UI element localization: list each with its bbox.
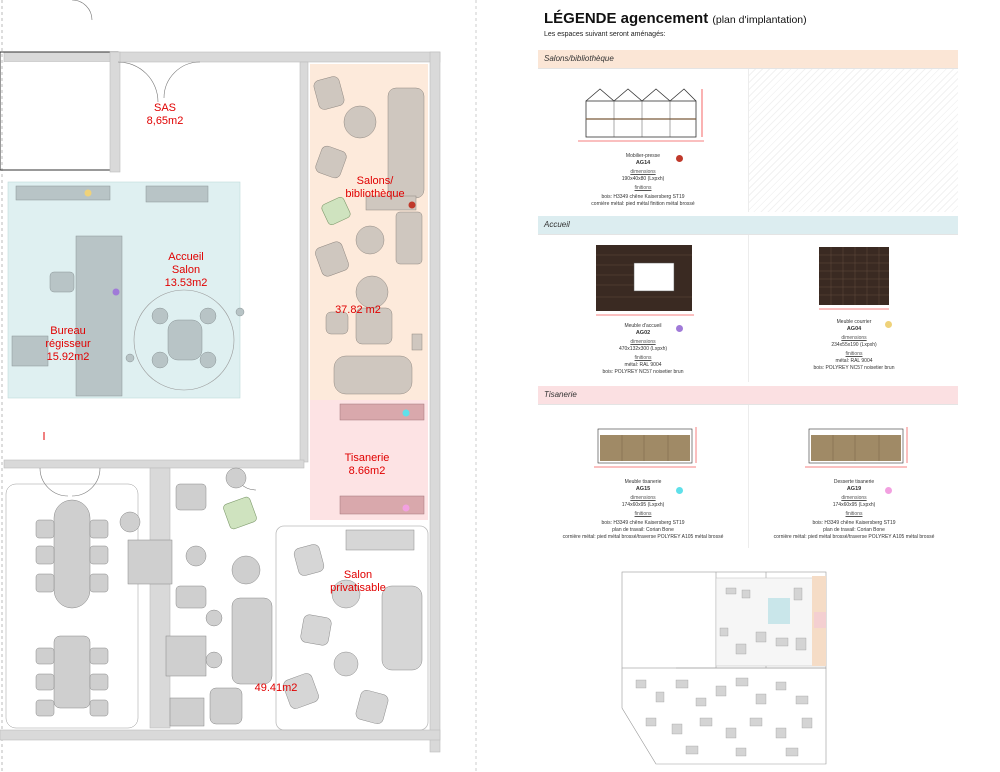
finition-ag04-1: bois: POLYREY NC57 noisetier brun (813, 365, 895, 371)
drawing-ag02 (596, 245, 694, 316)
item-code-ag02: AG02 (635, 330, 651, 336)
finitions-label-ag15: finitions (634, 511, 652, 517)
item-ag04: Meuble courrier AG04 dimensions 234x55x1… (748, 235, 958, 382)
finitions-label-ag14: finitions (634, 185, 652, 191)
item-ag14: Mobilier-presse AG14 dimensions 190x40x8… (538, 69, 748, 212)
dot-ag15 (402, 409, 410, 417)
item-code-ag19: AG19 (846, 486, 862, 492)
item-name-ag02: Meuble d'accueil (624, 323, 662, 329)
dimensions-ag19: 174x60x95 (Lxpxh) (832, 502, 876, 508)
section-header-accueil: Accueil (538, 216, 958, 234)
armchair-green (223, 196, 351, 530)
empty-cell-salons (748, 69, 958, 212)
accueil-furniture (11, 185, 245, 397)
item-code-ag14: AG14 (635, 160, 651, 166)
finition-ag02-1: bois: POLYREY NC57 noisetier brun (602, 369, 684, 375)
item-ag19: Desserte tisanerie AG19 dimensions 174x6… (748, 405, 958, 548)
item-ag02: Meuble d'accueil AG02 dimensions 470x132… (538, 235, 748, 382)
finition-ag02-0: métal: RAL 9004 (624, 362, 662, 368)
item-name-ag04: Meuble courrier (836, 319, 872, 325)
finitions-label-ag19: finitions (845, 511, 863, 517)
section-row-tisanerie: Meuble tisanerie AG15 dimensions 174x60x… (538, 404, 958, 548)
drawing-ag14 (578, 88, 704, 142)
section-header-tisanerie: Tisanerie (538, 386, 958, 404)
section-row-accueil: Meuble d'accueil AG02 dimensions 470x132… (538, 234, 958, 382)
finition-ag19-1: plan de travail: Corian Bone (823, 527, 885, 533)
finition-ag19-0: bois: H3349 chêne Kaisersberg ST19 (812, 520, 896, 526)
salon-privatisable-furniture (283, 529, 423, 725)
room-label-salons: Salons/ bibliothèque (345, 175, 405, 200)
item-code-ag04: AG04 (846, 326, 862, 332)
finitions-label-ag04: finitions (845, 351, 863, 357)
section-header-salons: Salons/bibliothèque (538, 50, 958, 68)
dimensions-label-ag15: dimensions (630, 495, 656, 501)
dot-ag19 (402, 504, 410, 512)
item-ag15: Meuble tisanerie AG15 dimensions 174x60x… (538, 405, 748, 548)
room-area-salons: 37.82 m2 (335, 304, 381, 316)
finition-ag19-2: cornière métal: pied métal brossé/traver… (773, 534, 935, 540)
door-swings (39, 0, 257, 497)
finition-ag14-0: bois: H3349 chêne Kaisersberg ST19 (601, 194, 685, 200)
room-salon-privatisable-fill (275, 525, 429, 731)
item-code-ag15: AG15 (635, 486, 651, 492)
dimensions-ag02: 470x132x300 (Lxpxh) (618, 346, 668, 352)
dimensions-ag14: 190x40x80 (Lxpxh) (621, 176, 665, 182)
room-label-salon-privatisable: Salon privatisable (330, 569, 386, 594)
finition-ag15-1: plan de travail: Corian Bone (612, 527, 674, 533)
legend-title-paren: (plan d'implantation) (712, 14, 807, 26)
color-dot-ag19 (885, 487, 892, 494)
color-dot-ag04 (885, 321, 892, 328)
finition-ag15-0: bois: H3349 chêne Kaisersberg ST19 (601, 520, 685, 526)
dot-ag02 (112, 288, 120, 296)
color-dot-ag02 (676, 325, 683, 332)
finition-ag04-0: métal: RAL 9004 (835, 358, 873, 364)
item-name-ag15: Meuble tisanerie (624, 479, 662, 485)
floor-plan (0, 0, 477, 772)
dimensions-label-ag19: dimensions (841, 495, 867, 501)
salons-furniture (313, 76, 425, 395)
finition-ag15-2: cornière métal: pied métal brossé/traver… (562, 534, 724, 540)
color-dot-ag15 (676, 487, 683, 494)
dimensions-label-ag04: dimensions (841, 335, 867, 341)
dimensions-label-ag02: dimensions (630, 339, 656, 345)
finitions-label-ag02: finitions (634, 355, 652, 361)
dot-ag04 (84, 189, 92, 197)
dimensions-label-ag14: dimensions (630, 169, 656, 175)
dimensions-ag15: 174x60x95 (Lxpxh) (621, 502, 665, 508)
color-dot-ag14 (676, 155, 683, 162)
room-area-salon-privatisable: 49.41m2 (254, 682, 298, 694)
drawing-ag19 (805, 427, 908, 468)
dot-ag14 (408, 201, 416, 209)
item-name-ag19: Desserte tisanerie (833, 479, 875, 485)
item-name-ag14: Mobilier-presse (625, 153, 661, 159)
dimensions-ag04: 234x55x190 (Lxpxh) (831, 342, 877, 348)
legend-subtitle: Les espaces suivant seront aménagés: (544, 31, 666, 38)
key-plan (621, 571, 827, 765)
legend-panel: LÉGENDE agencement (plan d'implantation)… (538, 4, 958, 548)
drawing-ag15 (594, 427, 697, 468)
legend-title: LÉGENDE agencement (plan d'implantation) (544, 10, 807, 27)
office-furniture (5, 467, 273, 729)
drawing-ag04 (819, 247, 889, 310)
finition-ag14-1: cornière métal: pied métal finition méta… (591, 201, 695, 207)
section-row-salons: Mobilier-presse AG14 dimensions 190x40x8… (538, 68, 958, 212)
